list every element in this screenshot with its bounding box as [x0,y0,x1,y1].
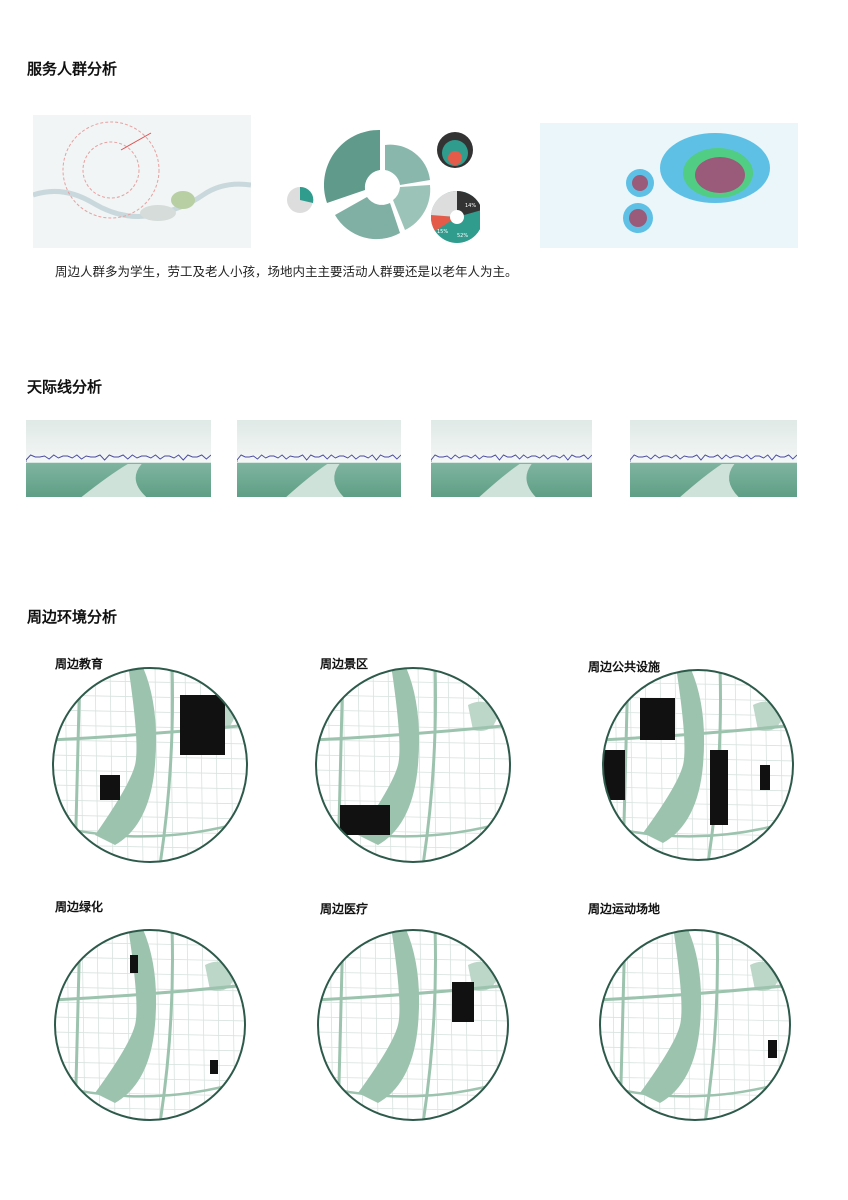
map-label: 周边医疗 [320,902,369,916]
highlight-block [210,1060,218,1074]
highlight-block [100,775,120,800]
population-donut-charts: 14% 15% 52% [287,129,480,243]
skyline-image-3 [431,420,592,497]
highlight-block [710,750,728,825]
map-label: 周边运动场地 [588,902,661,916]
donut-label: 14% [465,203,476,209]
map-label: 周边绿化 [55,900,104,914]
section-title-service: 服务人群分析 [27,60,118,78]
skyline-image-4 [630,420,797,497]
surrounding-map-circle [602,669,794,861]
highlight-block [760,765,770,790]
highlight-block [768,1040,777,1058]
service-caption: 周边人群多为学生，劳工及老人小孩，场地内主主要活动人群要还是以老年人为主。 [55,264,518,279]
surrounding-map-circle [52,667,248,863]
section-title-skyline: 天际线分析 [27,378,103,396]
highlight-block [452,982,474,1022]
highlight-block [130,955,138,973]
highlight-block [180,695,225,755]
highlight-block [340,805,390,835]
surrounding-map-circle [599,929,791,1121]
donut-label: 15% [437,229,448,235]
service-radius-map [33,115,251,248]
map-label: 周边教育 [55,657,104,671]
population-heat-map [540,123,798,248]
highlight-block [603,750,625,800]
map-label: 周边景区 [320,657,369,671]
surrounding-map-circle [317,929,509,1121]
surrounding-map-circle [54,929,246,1121]
map-label: 周边公共设施 [588,660,661,674]
highlight-block [640,698,675,740]
section-title-environment: 周边环境分析 [27,608,118,626]
skyline-image-1 [26,420,211,497]
surrounding-map-circle [315,667,511,863]
skyline-image-2 [237,420,401,497]
donut-label: 52% [457,233,468,239]
